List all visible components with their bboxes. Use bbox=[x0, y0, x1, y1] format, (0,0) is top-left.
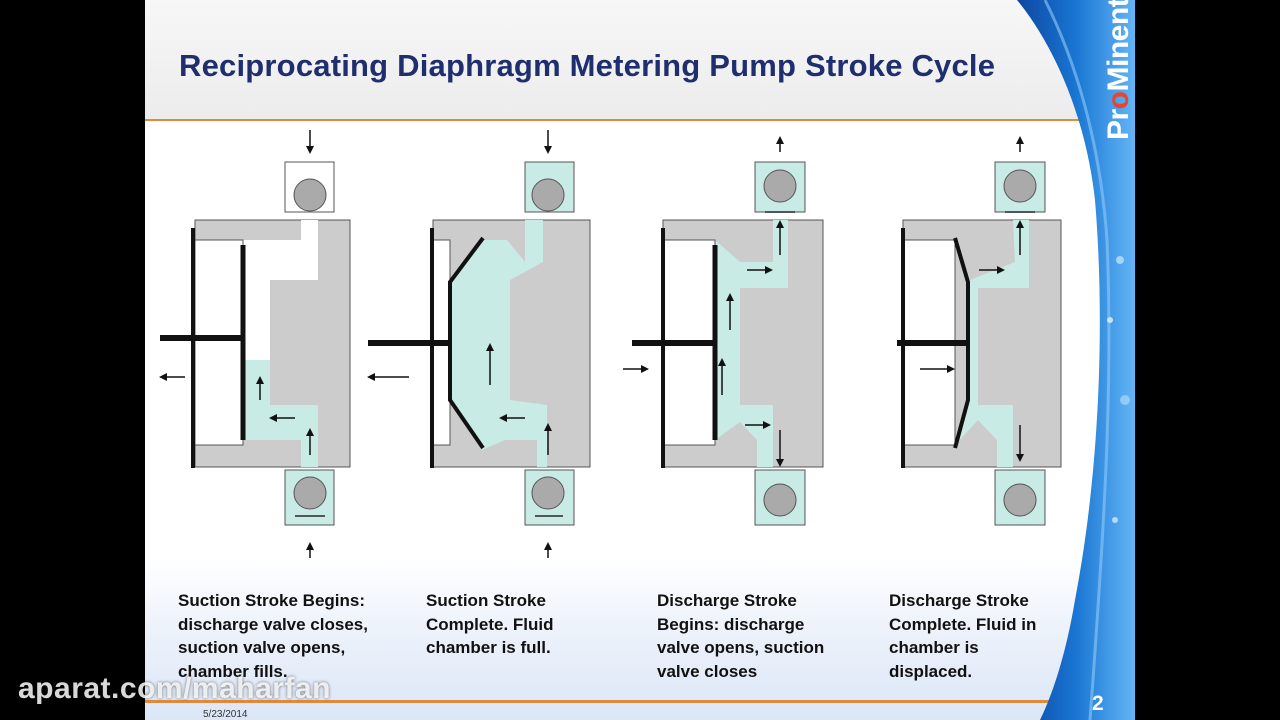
caption-line: displaced. bbox=[889, 661, 973, 681]
pump-diagram-suction-begins bbox=[159, 130, 351, 558]
stage-caption-3: Discharge Stroke Begins: discharge valve… bbox=[657, 589, 824, 683]
title-band bbox=[145, 0, 1135, 120]
caption-line: Complete. Fluid bbox=[426, 614, 554, 634]
pump-diagram-discharge-begins bbox=[623, 136, 824, 526]
caption-line: chamber is full. bbox=[426, 638, 551, 657]
footer-divider bbox=[145, 700, 1105, 703]
pump-diagram-suction-complete bbox=[367, 130, 591, 558]
slide-date: 5/23/2014 bbox=[203, 709, 248, 720]
stage-caption-4: Discharge Stroke Complete. Fluid in cham… bbox=[889, 589, 1036, 683]
caption-line: Suction Stroke bbox=[426, 591, 546, 610]
caption-line: chamber is bbox=[889, 638, 979, 657]
caption-line: discharge valve closes, bbox=[178, 614, 368, 634]
pump-diagrams bbox=[159, 130, 1062, 558]
slide-title: Reciprocating Diaphragm Metering Pump St… bbox=[179, 48, 996, 83]
page-number: 2 bbox=[1092, 692, 1104, 715]
prominent-logo: ProMinent bbox=[1102, 0, 1135, 140]
video-watermark: aparat.com/maharfan bbox=[18, 672, 331, 705]
caption-line: Complete. Fluid in bbox=[889, 614, 1037, 634]
caption-line: valve opens, suction bbox=[657, 638, 825, 657]
caption-line: valve closes bbox=[657, 661, 758, 681]
stage-caption-1: Suction Stroke Begins: discharge valve c… bbox=[178, 589, 368, 683]
caption-line: Discharge Stroke bbox=[889, 591, 1029, 610]
slide: Reciprocating Diaphragm Metering Pump St… bbox=[145, 0, 1135, 720]
caption-line: chamber fills. bbox=[178, 661, 288, 681]
stage-caption-2: Suction Stroke Complete. Fluid chamber i… bbox=[426, 589, 554, 660]
footer-band bbox=[145, 560, 1135, 720]
caption-line: suction valve opens, bbox=[178, 638, 346, 657]
caption-line: Discharge Stroke bbox=[657, 591, 797, 610]
decorative-wave bbox=[1017, 0, 1135, 720]
title-divider bbox=[145, 119, 1105, 121]
caption-line: Suction Stroke Begins: bbox=[178, 591, 366, 610]
caption-line: Begins: discharge bbox=[657, 614, 805, 634]
pump-diagram-discharge-complete bbox=[897, 136, 1062, 526]
